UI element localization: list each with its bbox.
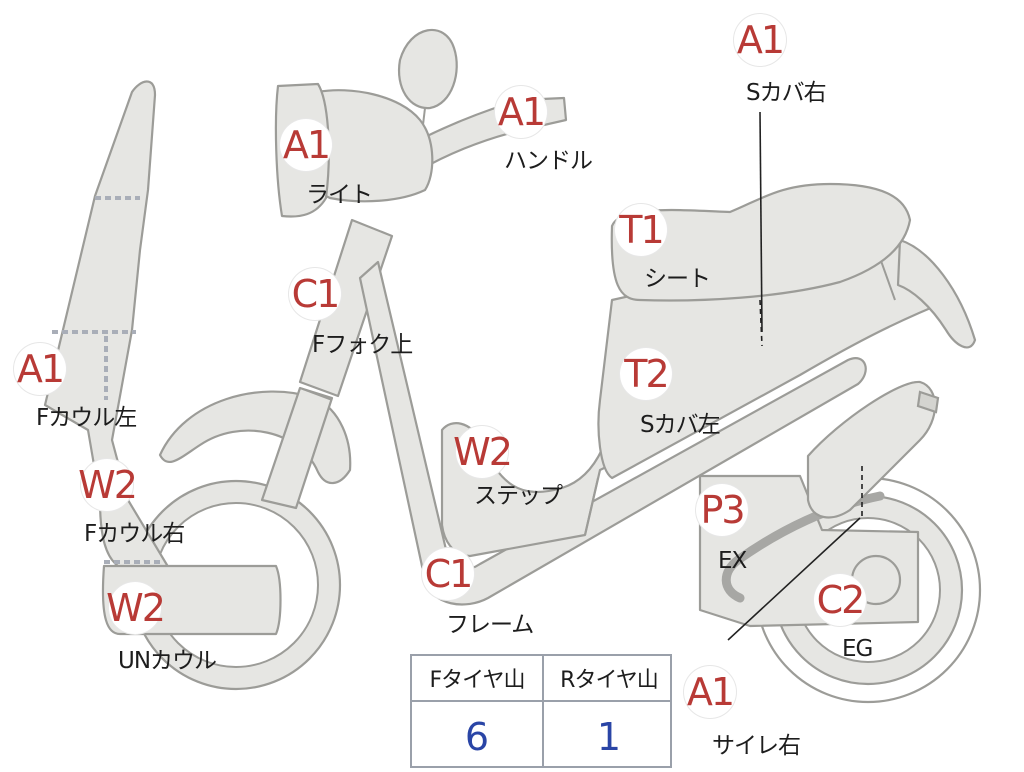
grade-marker-raito: A1 xyxy=(280,119,332,171)
label-shiito: シート xyxy=(644,266,711,292)
head-cowl xyxy=(312,89,434,203)
grade-raito: A1 xyxy=(282,123,331,167)
value-rear-tire: 1 xyxy=(596,715,622,759)
grade-fkauru-migi: W2 xyxy=(78,463,138,507)
grade-shiito: T1 xyxy=(619,208,664,252)
grade-marker-suteppu: W2 xyxy=(453,426,513,478)
grade-marker-saire-migi: A1 xyxy=(684,666,736,718)
grade-skaba-hidari: T2 xyxy=(624,352,669,396)
grade-marker-handoru: A1 xyxy=(495,86,547,138)
front-fork xyxy=(298,218,394,398)
label-sabara-migi: Sカバ右 xyxy=(746,80,827,106)
label-raito: ライト xyxy=(306,182,373,208)
label-fkauru-hidari: Fカウル左 xyxy=(36,405,137,431)
label-unkauru: UNカウル xyxy=(118,648,217,674)
header-rear-tire: Rタイヤ山 xyxy=(560,668,659,693)
grade-marker-fkauru-hidari: A1 xyxy=(14,343,66,395)
header-front-tire: Fタイヤ山 xyxy=(429,668,526,693)
label-fkauru-migi: Fカウル右 xyxy=(84,521,185,547)
grade-fureemu: C1 xyxy=(424,552,474,596)
label-suteppu: ステップ xyxy=(474,483,563,509)
value-front-tire: 6 xyxy=(464,715,490,759)
grade-sabara-migi: A1 xyxy=(736,18,785,62)
label-saire-migi: サイレ右 xyxy=(712,733,801,759)
mirror xyxy=(397,28,458,110)
tire-table-header-row: Fタイヤ山 Rタイヤ山 xyxy=(412,656,670,700)
grade-unkauru: W2 xyxy=(106,586,166,630)
grade-marker-fkauru-migi: W2 xyxy=(78,459,138,511)
grade-marker-unkauru: W2 xyxy=(106,582,166,634)
grade-marker-eg: C2 xyxy=(814,574,866,626)
grade-marker-fureemu: C1 xyxy=(422,548,474,600)
grade-marker-ffoku: C1 xyxy=(289,268,341,320)
saire-leader xyxy=(727,517,861,641)
grade-ffoku: C1 xyxy=(291,272,341,316)
label-eg: EG xyxy=(842,636,873,662)
grade-marker-ex: P3 xyxy=(696,484,748,536)
label-ffoku: Fフォク上 xyxy=(312,332,413,358)
tire-table-divider xyxy=(542,656,544,766)
sabara-migi-leader xyxy=(759,111,763,333)
grade-marker-shiito: T1 xyxy=(615,204,667,256)
tail-cover xyxy=(896,238,977,349)
label-skaba-hidari: Sカバ左 xyxy=(640,412,721,438)
label-ex: EX xyxy=(718,548,747,574)
tire-table-value-row: 6 1 xyxy=(412,700,670,772)
grade-fkauru-hidari: A1 xyxy=(16,347,65,391)
grade-marker-sabara-migi: A1 xyxy=(734,14,786,66)
grade-suteppu: W2 xyxy=(453,430,513,474)
grade-eg: C2 xyxy=(816,578,866,622)
grade-saire-migi: A1 xyxy=(686,670,735,714)
grade-marker-skaba-hidari: T2 xyxy=(620,348,672,400)
label-handoru: ハンドル xyxy=(504,148,593,174)
grade-handoru: A1 xyxy=(497,90,546,134)
label-fureemu: フレーム xyxy=(446,612,534,638)
grade-ex: P3 xyxy=(700,488,745,532)
tire-tread-table: Fタイヤ山 Rタイヤ山 6 1 xyxy=(410,654,672,768)
